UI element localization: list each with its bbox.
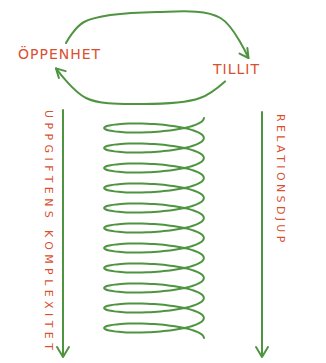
text-node: ÖPPENHET [18,47,101,62]
down-arrow [57,110,69,357]
node-label: TILLIT [213,62,260,77]
node-label: ÖPPENHET [18,47,101,62]
down-arrow [256,112,268,357]
spiral-coil [104,118,204,338]
text-node: TILLIT [213,62,260,77]
arrow-head [240,48,249,58]
axis-label: UPPGIFTENS KOMPLEXITET [41,110,54,354]
axis-label: RELATIONSDJUP [273,114,286,246]
cycle-arrow [56,68,225,104]
connector-line [56,68,225,104]
arrow-head [56,68,66,78]
